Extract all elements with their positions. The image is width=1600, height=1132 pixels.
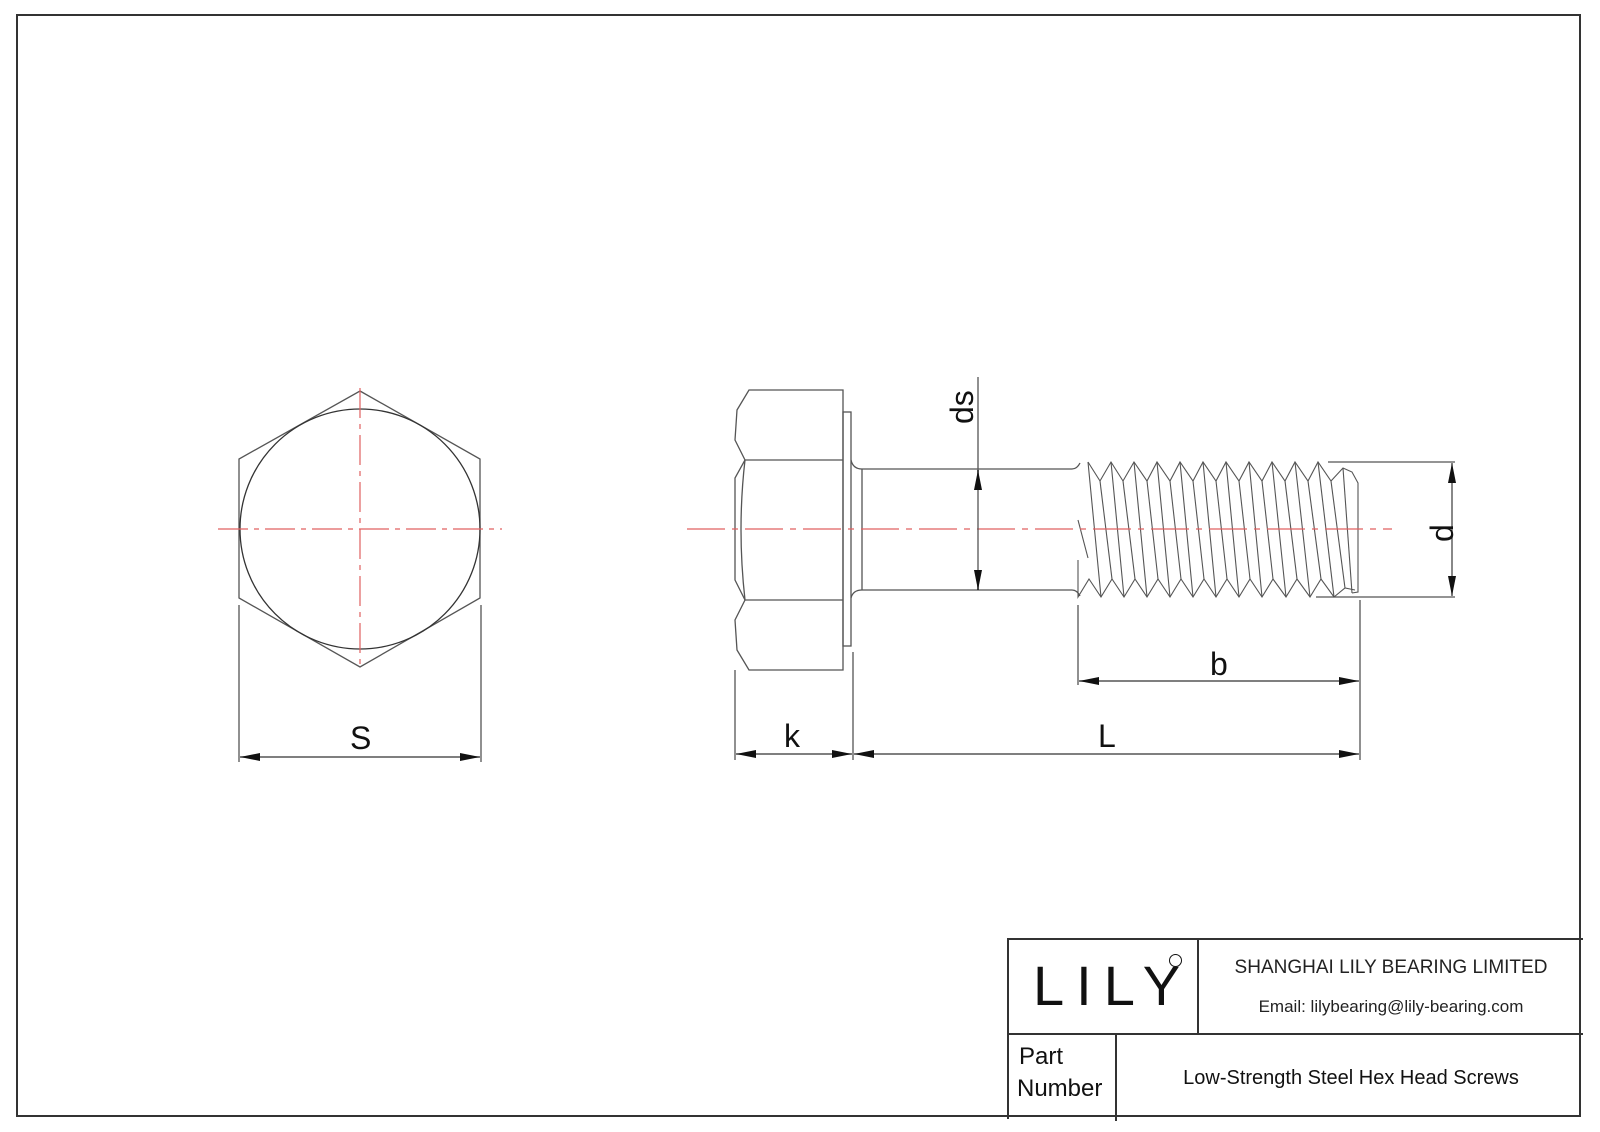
registered-mark-icon	[1169, 954, 1182, 967]
part-label-line2: Number	[1017, 1075, 1103, 1102]
b-dimension-label: b	[1210, 646, 1228, 682]
drawing-frame	[16, 14, 1581, 1117]
l-dimension-label: L	[1098, 718, 1116, 754]
title-block: LILY SHANGHAI LILY BEARING LIMITED Email…	[1007, 938, 1583, 1121]
s-dimension-label: S	[350, 720, 372, 756]
hex-head-end-view	[218, 388, 502, 762]
hexagon-outline	[238, 390, 481, 668]
part-label-line1: Part	[1019, 1043, 1064, 1070]
shank-outline	[850, 459, 1081, 470]
company-name: SHANGHAI LILY BEARING LIMITED	[1234, 957, 1548, 978]
company-email: Email: lilybearing@lily-bearing.com	[1258, 997, 1524, 1016]
title-block-header-row: LILY SHANGHAI LILY BEARING LIMITED Email…	[1009, 940, 1583, 1035]
bolt-side-view	[687, 377, 1456, 760]
company-logo: LILY	[1033, 954, 1193, 1017]
part-number-value: Low-Strength Steel Hex Head Screws	[1183, 1067, 1519, 1089]
thread	[1077, 460, 1359, 599]
company-logo-cell: LILY	[1009, 940, 1199, 1033]
k-dimension-label: k	[784, 718, 800, 754]
part-number-label-cell: Part Number	[1009, 1035, 1117, 1121]
